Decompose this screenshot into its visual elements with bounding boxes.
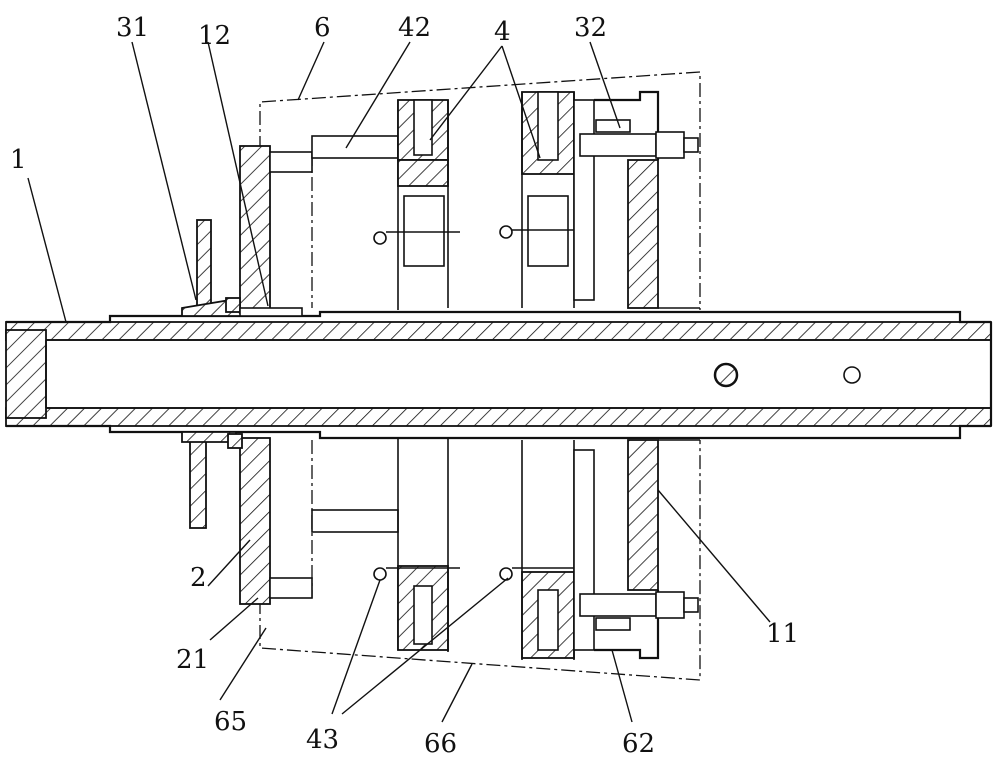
roller-assembly-2 (521, 91, 575, 660)
disc-31 (181, 219, 244, 529)
label-6: 6 (314, 13, 331, 43)
label-12: 12 (198, 21, 231, 51)
label-43: 43 (306, 725, 339, 755)
plate-2 (239, 145, 313, 605)
label-66: 66 (424, 729, 457, 759)
pin-hole (843, 366, 861, 384)
leader-lines (27, 41, 771, 723)
label-11: 11 (766, 619, 799, 649)
label-32: 32 (574, 13, 607, 43)
sleeve-12 (239, 307, 303, 317)
bolts-32 (579, 131, 699, 619)
flange-11 (627, 159, 700, 591)
label-21: 21 (176, 645, 209, 675)
label-31: 31 (116, 13, 149, 43)
label-62: 62 (622, 729, 655, 759)
label-4: 4 (494, 17, 511, 47)
label-42: 42 (398, 13, 431, 43)
roller-assembly-1 (397, 99, 449, 652)
shaft (5, 310, 993, 440)
label-65: 65 (214, 707, 247, 737)
drum-42 (311, 100, 399, 650)
pins-43 (373, 225, 580, 581)
label-2: 2 (190, 563, 207, 593)
callout-labels: 1 31 12 6 42 4 32 2 21 65 43 66 62 11 (10, 13, 799, 759)
pin-hole-filled (713, 362, 739, 388)
label-1: 1 (10, 145, 27, 175)
